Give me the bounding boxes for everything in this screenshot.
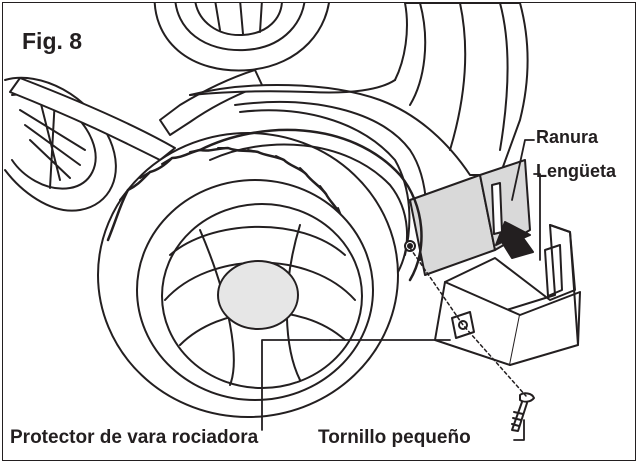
wheel-fender	[198, 128, 423, 282]
leader-lines	[261, 139, 541, 441]
upper-fan-reel	[153, 3, 330, 72]
slot-label: Ranura	[536, 127, 599, 147]
figure-title: Fig. 8	[22, 28, 83, 54]
small-screw	[511, 392, 535, 432]
machine-housing	[189, 3, 531, 276]
alignment-dashed-line	[409, 247, 527, 397]
wand-guard-label: Protector de vara rociadora	[10, 427, 259, 448]
slot-feature	[491, 182, 503, 235]
insertion-arrow	[495, 221, 534, 259]
small-screw-label: Tornillo pequeño	[318, 427, 471, 448]
front-wheel	[97, 132, 399, 418]
tab-label: Lengüeta	[536, 161, 617, 181]
